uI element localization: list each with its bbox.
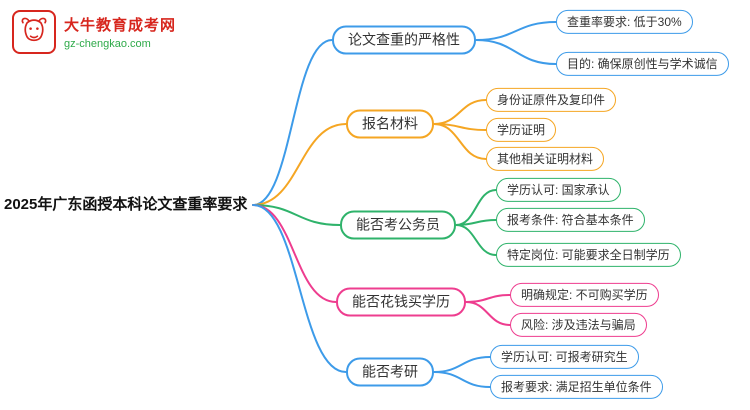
leaf-node-2-3: 其他相关证明材料	[486, 146, 605, 172]
leaf-node-2-2: 学历证明	[486, 117, 557, 143]
site-logo: 大牛教育成考网 gz-chengkao.com	[12, 10, 176, 54]
site-url[interactable]: gz-chengkao.com	[64, 38, 151, 50]
branch-node-1: 论文查重的严格性	[332, 25, 476, 55]
branch-node-2: 报名材料	[346, 109, 434, 139]
leaf-node-3-3: 特定岗位: 可能要求全日制学历	[496, 242, 681, 268]
leaf-node-3-1: 学历认可: 国家承认	[496, 177, 621, 203]
site-name: 大牛教育成考网	[64, 17, 177, 34]
root-topic-node: 2025年广东函授本科论文查重率要求	[4, 195, 248, 213]
bull-logo-icon	[12, 10, 56, 54]
site-logo-text: 大牛教育成考网 gz-chengkao.com	[64, 14, 176, 50]
branch-node-5: 能否考研	[346, 357, 434, 387]
leaf-node-3-2: 报考条件: 符合基本条件	[496, 207, 645, 233]
leaf-node-2-1: 身份证原件及复印件	[486, 87, 617, 113]
leaf-node-1-1: 查重率要求: 低于30%	[556, 9, 693, 35]
leaf-node-4-1: 明确规定: 不可购买学历	[510, 282, 659, 308]
leaf-node-1-2: 目的: 确保原创性与学术诚信	[556, 51, 729, 77]
branch-node-3: 能否考公务员	[340, 210, 456, 240]
branch-node-4: 能否花钱买学历	[336, 287, 466, 317]
leaf-node-5-1: 学历认可: 可报考研究生	[490, 344, 639, 370]
leaf-node-4-2: 风险: 涉及违法与骗局	[510, 312, 647, 338]
leaf-node-5-2: 报考要求: 满足招生单位条件	[490, 374, 663, 400]
